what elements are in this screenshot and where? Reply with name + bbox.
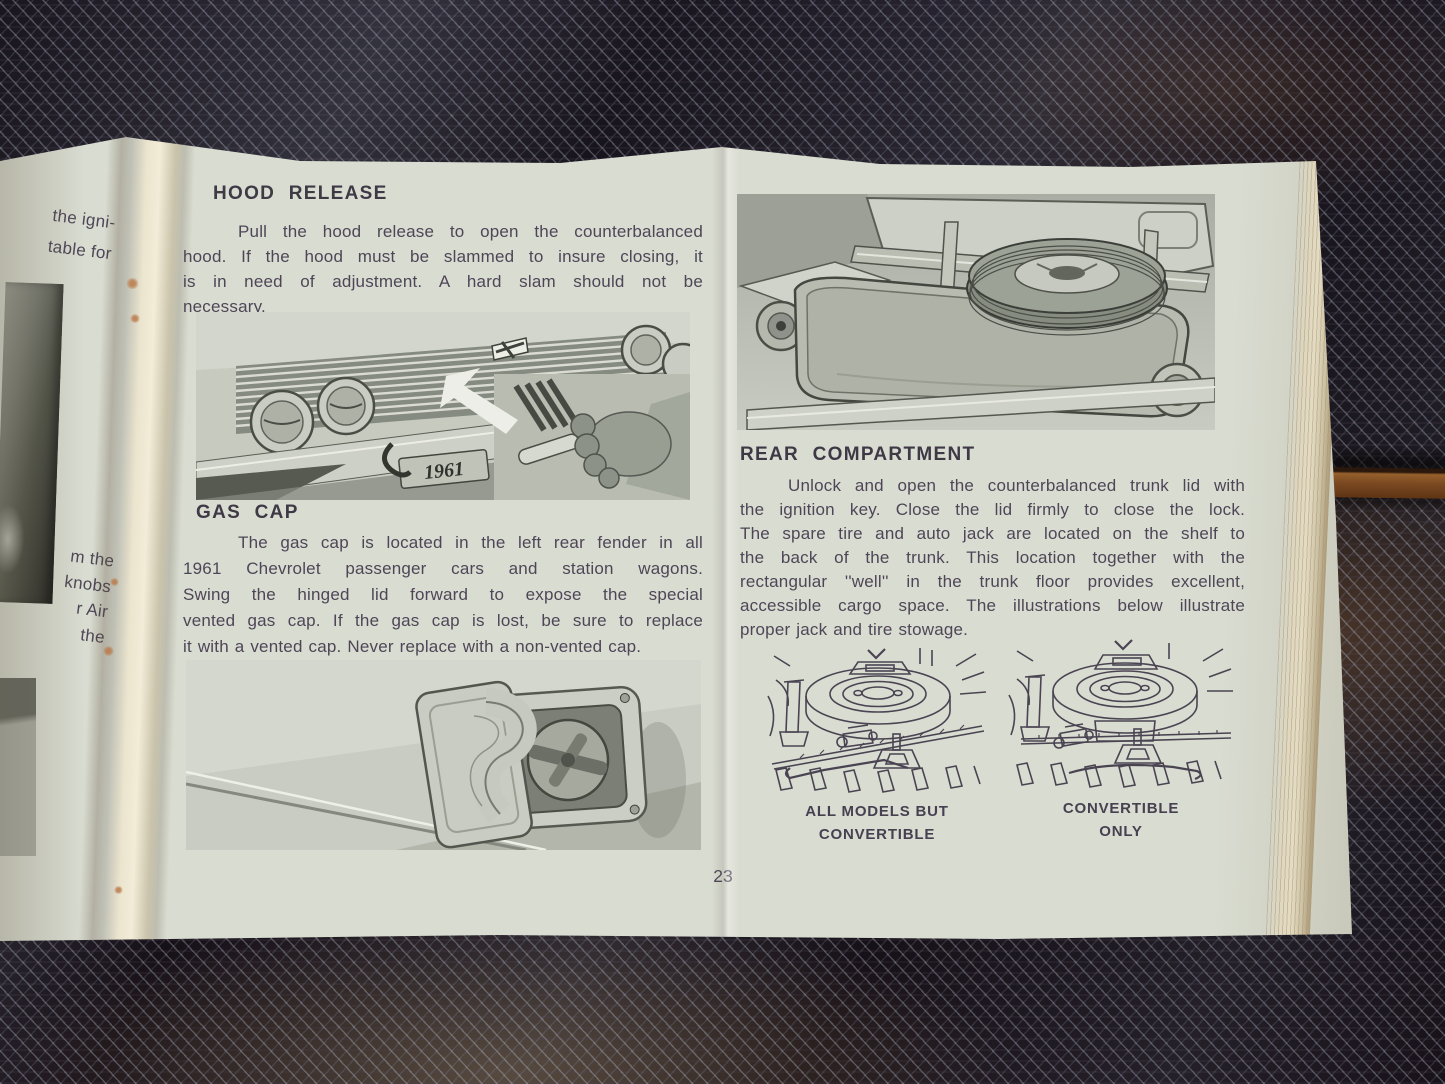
text-line: Unlock and open the counterbalanced trun… [788, 476, 1245, 495]
text-line: is in need of adjustment. A hard slam sh… [183, 272, 703, 291]
previous-page-photo-fragment-bottom [0, 678, 36, 856]
gas-cap [526, 718, 610, 802]
text-line: The gas cap is located in the left rear … [238, 533, 703, 552]
age-stain [114, 886, 123, 894]
jack-stowage-convertible-figure [1008, 639, 1233, 788]
text-line: it with a vented cap. Never replace with… [183, 637, 642, 656]
text-line: CONVERTIBLE [818, 826, 936, 843]
text-line: hood. If the hood must be slammed to ins… [183, 247, 703, 266]
text-line: The spare tire and auto jack are located… [740, 524, 1245, 543]
caption-convertible-only: CONVERTIBLE ONLY [999, 797, 1243, 843]
age-stain [130, 314, 140, 323]
gas-cap-figure [186, 660, 701, 850]
hood-release-paragraph: Pull the hood release to open the counte… [183, 219, 703, 319]
text-line: ALL MODELS BUT [805, 803, 949, 820]
age-stain [110, 578, 119, 586]
wood-table-edge [1327, 467, 1445, 499]
hood-release-heading: HOOD RELEASE [213, 183, 388, 204]
text-line: Swing the hinged lid forward to expose t… [183, 585, 703, 604]
text-line: necessary. [183, 297, 266, 316]
rear-compartment-paragraph: Unlock and open the counterbalanced trun… [740, 474, 1245, 642]
hood-release-figure: 1961 [196, 312, 690, 500]
previous-page-text-fragments-top: the igni-table for [0, 193, 117, 269]
plate-text: 1961 [423, 458, 465, 484]
hood-release-lever [382, 442, 412, 478]
age-stain [126, 278, 139, 289]
gas-cap-heading: GAS CAP [196, 502, 299, 523]
text-line: proper jack and tire stowage. [740, 620, 969, 639]
pointer-arrow [440, 368, 518, 434]
text-line: Pull the hood release to open the counte… [238, 222, 703, 241]
hand-inset [494, 374, 690, 500]
page-number: 23 [700, 866, 746, 887]
rear-compartment-figure [737, 194, 1215, 430]
rear-compartment-heading: REAR COMPARTMENT [740, 444, 976, 465]
license-plate: 1961 [398, 449, 490, 489]
text-line: the ignition key. Close the lid firmly t… [740, 500, 1245, 519]
text-line: vented gas cap. If the gas cap is lost, … [183, 611, 703, 630]
headlights-left [249, 376, 376, 455]
text-line: 1961 Chevrolet passenger cars and statio… [183, 559, 703, 578]
gas-cap-paragraph: The gas cap is located in the left rear … [183, 530, 703, 660]
grille-emblem [491, 337, 529, 361]
text-line: rectangular ''well'' in the trunk floor … [740, 572, 1245, 591]
caption-all-models-but-convertible: ALL MODELS BUT CONVERTIBLE [755, 800, 999, 846]
jack-stowage-all-models-figure [767, 648, 987, 793]
text-line: ONLY [1099, 823, 1143, 840]
text-line: accessible cargo space. The illustration… [740, 596, 1245, 615]
page-stack-fore-edge [1265, 151, 1344, 941]
age-stain [103, 646, 114, 656]
spare-tire [966, 238, 1168, 336]
text-line: the back of the trunk. This location tog… [740, 548, 1245, 567]
text-line: CONVERTIBLE [1062, 800, 1180, 817]
rear-bumper [746, 377, 1215, 430]
hinged-lid [415, 680, 537, 849]
spread-center-fold [712, 147, 740, 937]
